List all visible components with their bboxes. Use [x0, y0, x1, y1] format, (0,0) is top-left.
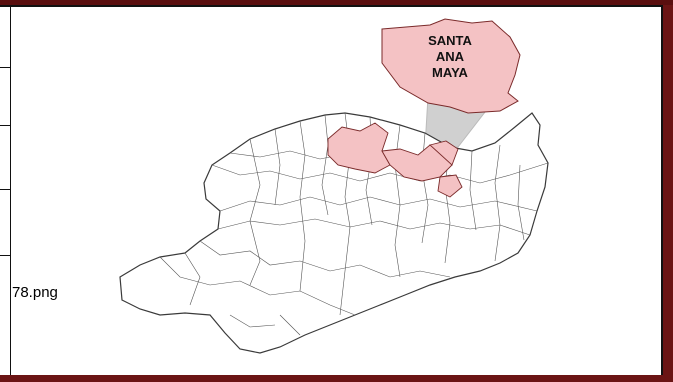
row-divider	[0, 255, 11, 256]
row-header-column	[0, 7, 11, 375]
state-map-image[interactable]: SANTA ANA MAYA	[100, 15, 660, 377]
row-divider	[0, 67, 11, 68]
file-name-label: 78.png	[12, 284, 58, 301]
row-divider	[0, 125, 11, 126]
state-map-svg: SANTA ANA MAYA	[119, 18, 549, 354]
callout-enlarged-municipality	[381, 18, 521, 114]
highlight-label-line-2: ANA	[436, 49, 465, 64]
row-divider	[0, 189, 11, 190]
highlight-label-line-3: MAYA	[432, 65, 469, 80]
document-sheet: 78.png	[0, 5, 663, 375]
window-top-bar	[0, 0, 673, 5]
highlight-label-line-1: SANTA	[428, 33, 472, 48]
highlighted-region	[327, 122, 463, 198]
